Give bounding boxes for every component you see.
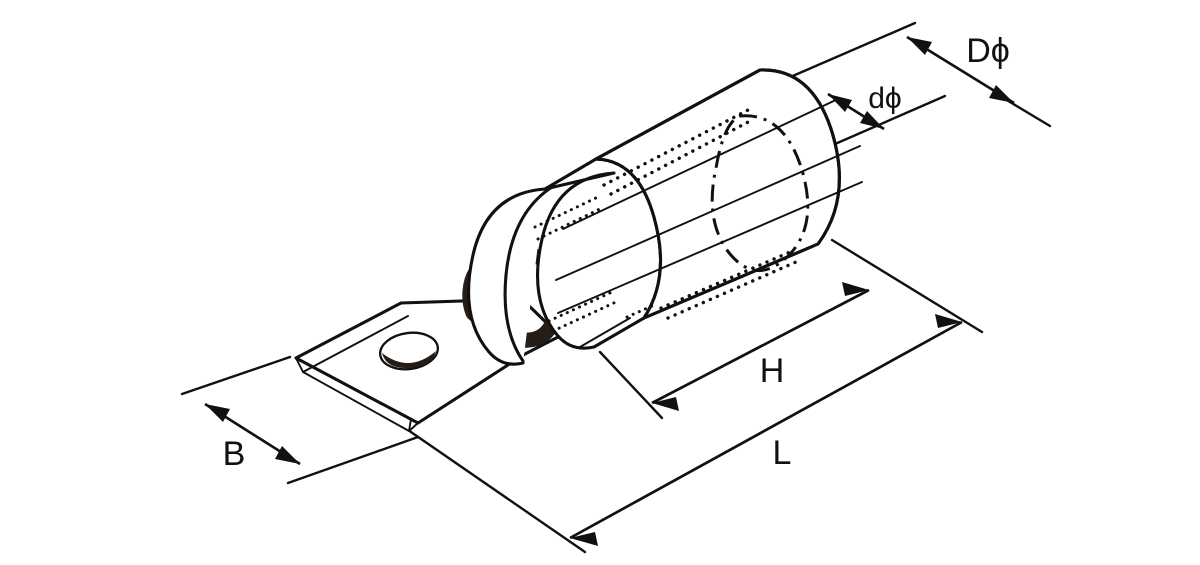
- barrel-texture-dots: [533, 108, 798, 333]
- barrel-rear-hidden-ellipse: [710, 114, 810, 273]
- dimension-label-dphi-small: dϕ: [868, 82, 902, 115]
- collar-top-join: [544, 158, 597, 190]
- blade-top-bevel-line: [302, 315, 409, 373]
- arrow-head-b-end: [275, 446, 300, 464]
- dimension-arrow-dphi: [906, 35, 1015, 105]
- insulated-barrel: [555, 68, 863, 320]
- dimension-label-h: H: [760, 352, 785, 390]
- extension-line-b-upper: [180, 355, 292, 396]
- extension-line-b-lower: [286, 435, 420, 485]
- dimension-labels: Dϕ dϕ B H L: [223, 32, 1010, 473]
- texture-row-3: [659, 250, 792, 310]
- texture-row-9: [625, 304, 654, 319]
- texture-row-8: [551, 300, 618, 333]
- arrow-head-b-start: [205, 404, 230, 422]
- dimension-label-b: B: [223, 435, 246, 473]
- extension-line-h-left: [598, 350, 664, 420]
- insulation-mouth: [467, 185, 554, 366]
- dimension-arrows: [204, 35, 1015, 546]
- barrel-construction-line-lower: [555, 145, 861, 281]
- texture-row-6: [536, 205, 606, 241]
- arrow-head-dphismall-end: [860, 111, 884, 129]
- arrow-head-h-left: [652, 397, 679, 411]
- barrel-construction-line-mid: [557, 181, 863, 314]
- extension-line-right-end: [830, 238, 984, 334]
- dimension-arrow-dphi-small: [827, 92, 885, 131]
- dimension-arrow-l: [569, 314, 963, 546]
- collar-bottom-join: [579, 317, 631, 348]
- dimension-label-dphi: Dϕ: [966, 32, 1010, 70]
- barrel-rear-end-arc: [758, 68, 841, 246]
- extension-line-l-left: [406, 428, 587, 554]
- arrow-head-dphi-end: [989, 85, 1014, 103]
- texture-row-2: [609, 118, 754, 196]
- mouth-lip-arc: [503, 185, 554, 363]
- arrow-head-l-left: [570, 532, 598, 546]
- arrow-head-l-right: [935, 314, 962, 328]
- dimension-label-l: L: [773, 434, 792, 472]
- texture-row-5: [533, 194, 602, 229]
- arrow-head-dphismall-start: [828, 94, 852, 112]
- dimension-arrow-h: [651, 282, 870, 411]
- texture-row-7: [547, 290, 614, 323]
- dimension-arrow-b: [204, 402, 301, 466]
- arrow-head-h-right: [842, 282, 869, 296]
- arrow-head-dphi-start: [907, 37, 932, 55]
- texture-row-4: [666, 260, 798, 320]
- barrel-construction-line-upper: [562, 97, 841, 230]
- barrel-top-edge: [594, 68, 762, 161]
- blade-tip-edge: [408, 418, 412, 432]
- blade-dimple-shadow: [382, 351, 436, 369]
